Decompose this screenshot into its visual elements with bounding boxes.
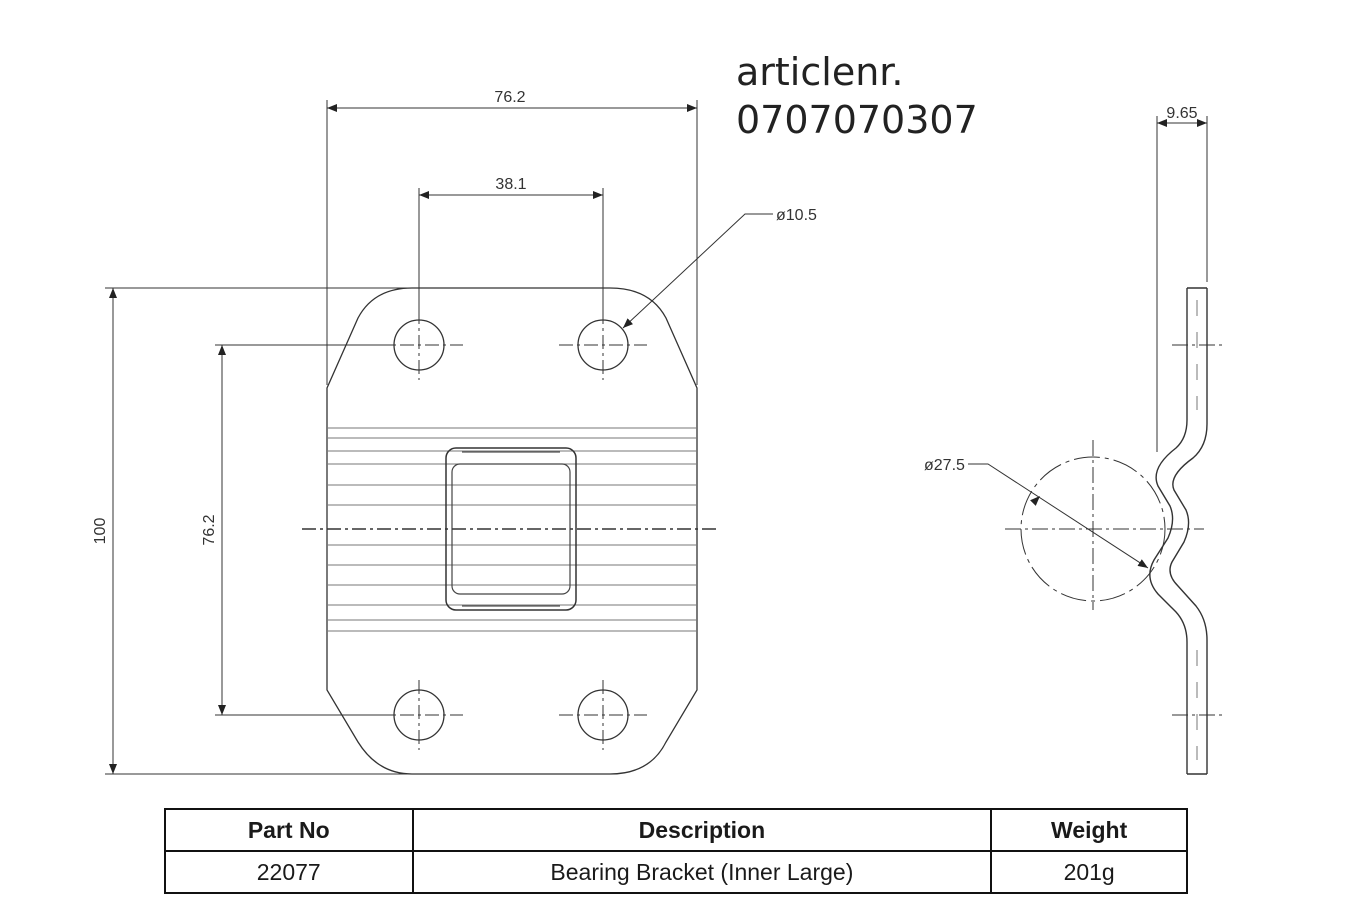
header-weight: Weight [990, 808, 1188, 852]
dim-overall-height-label: 100 [92, 518, 109, 545]
dim-hole-vertical-label: 76.2 [201, 514, 218, 545]
header-part-no: Part No [164, 808, 414, 852]
dim-thickness-label: 9.65 [1166, 105, 1197, 122]
side-view [1005, 287, 1222, 775]
dim-hole-diameter-label: ø10.5 [776, 207, 817, 224]
dim-hole-spacing-label: 38.1 [495, 176, 526, 193]
bend-radius-circle [1020, 456, 1166, 602]
dim-bend-radius-leader [968, 463, 1149, 569]
table-row: 22077 Bearing Bracket (Inner Large) 201g [164, 850, 1188, 894]
dim-overall-width-label: 76.2 [494, 89, 525, 106]
side-profile-inner [1169, 288, 1208, 774]
dim-hole-diameter-leader [622, 213, 773, 329]
dim-bend-radius-label: ø27.5 [924, 457, 965, 474]
side-profile-outer [1149, 288, 1188, 774]
article-number: 0707070307 [736, 98, 978, 142]
plate-outline [326, 287, 698, 775]
cell-part-no: 22077 [164, 850, 414, 894]
article-number-block: articlenr. 0707070307 [736, 48, 978, 144]
side-dimensions: 9.65 ø27.5 [924, 105, 1208, 569]
specification-table: Part No Description Weight 22077 Bearing… [164, 808, 1188, 894]
cell-weight: 201g [990, 850, 1188, 894]
front-view [302, 287, 718, 775]
front-dimensions: 76.2 38.1 ø10.5 100 76.2 [92, 89, 817, 775]
table-header-row: Part No Description Weight [164, 808, 1188, 852]
header-description: Description [411, 808, 993, 852]
plate-ribs [327, 427, 697, 632]
article-label: articlenr. [736, 50, 904, 94]
cell-description: Bearing Bracket (Inner Large) [411, 850, 993, 894]
